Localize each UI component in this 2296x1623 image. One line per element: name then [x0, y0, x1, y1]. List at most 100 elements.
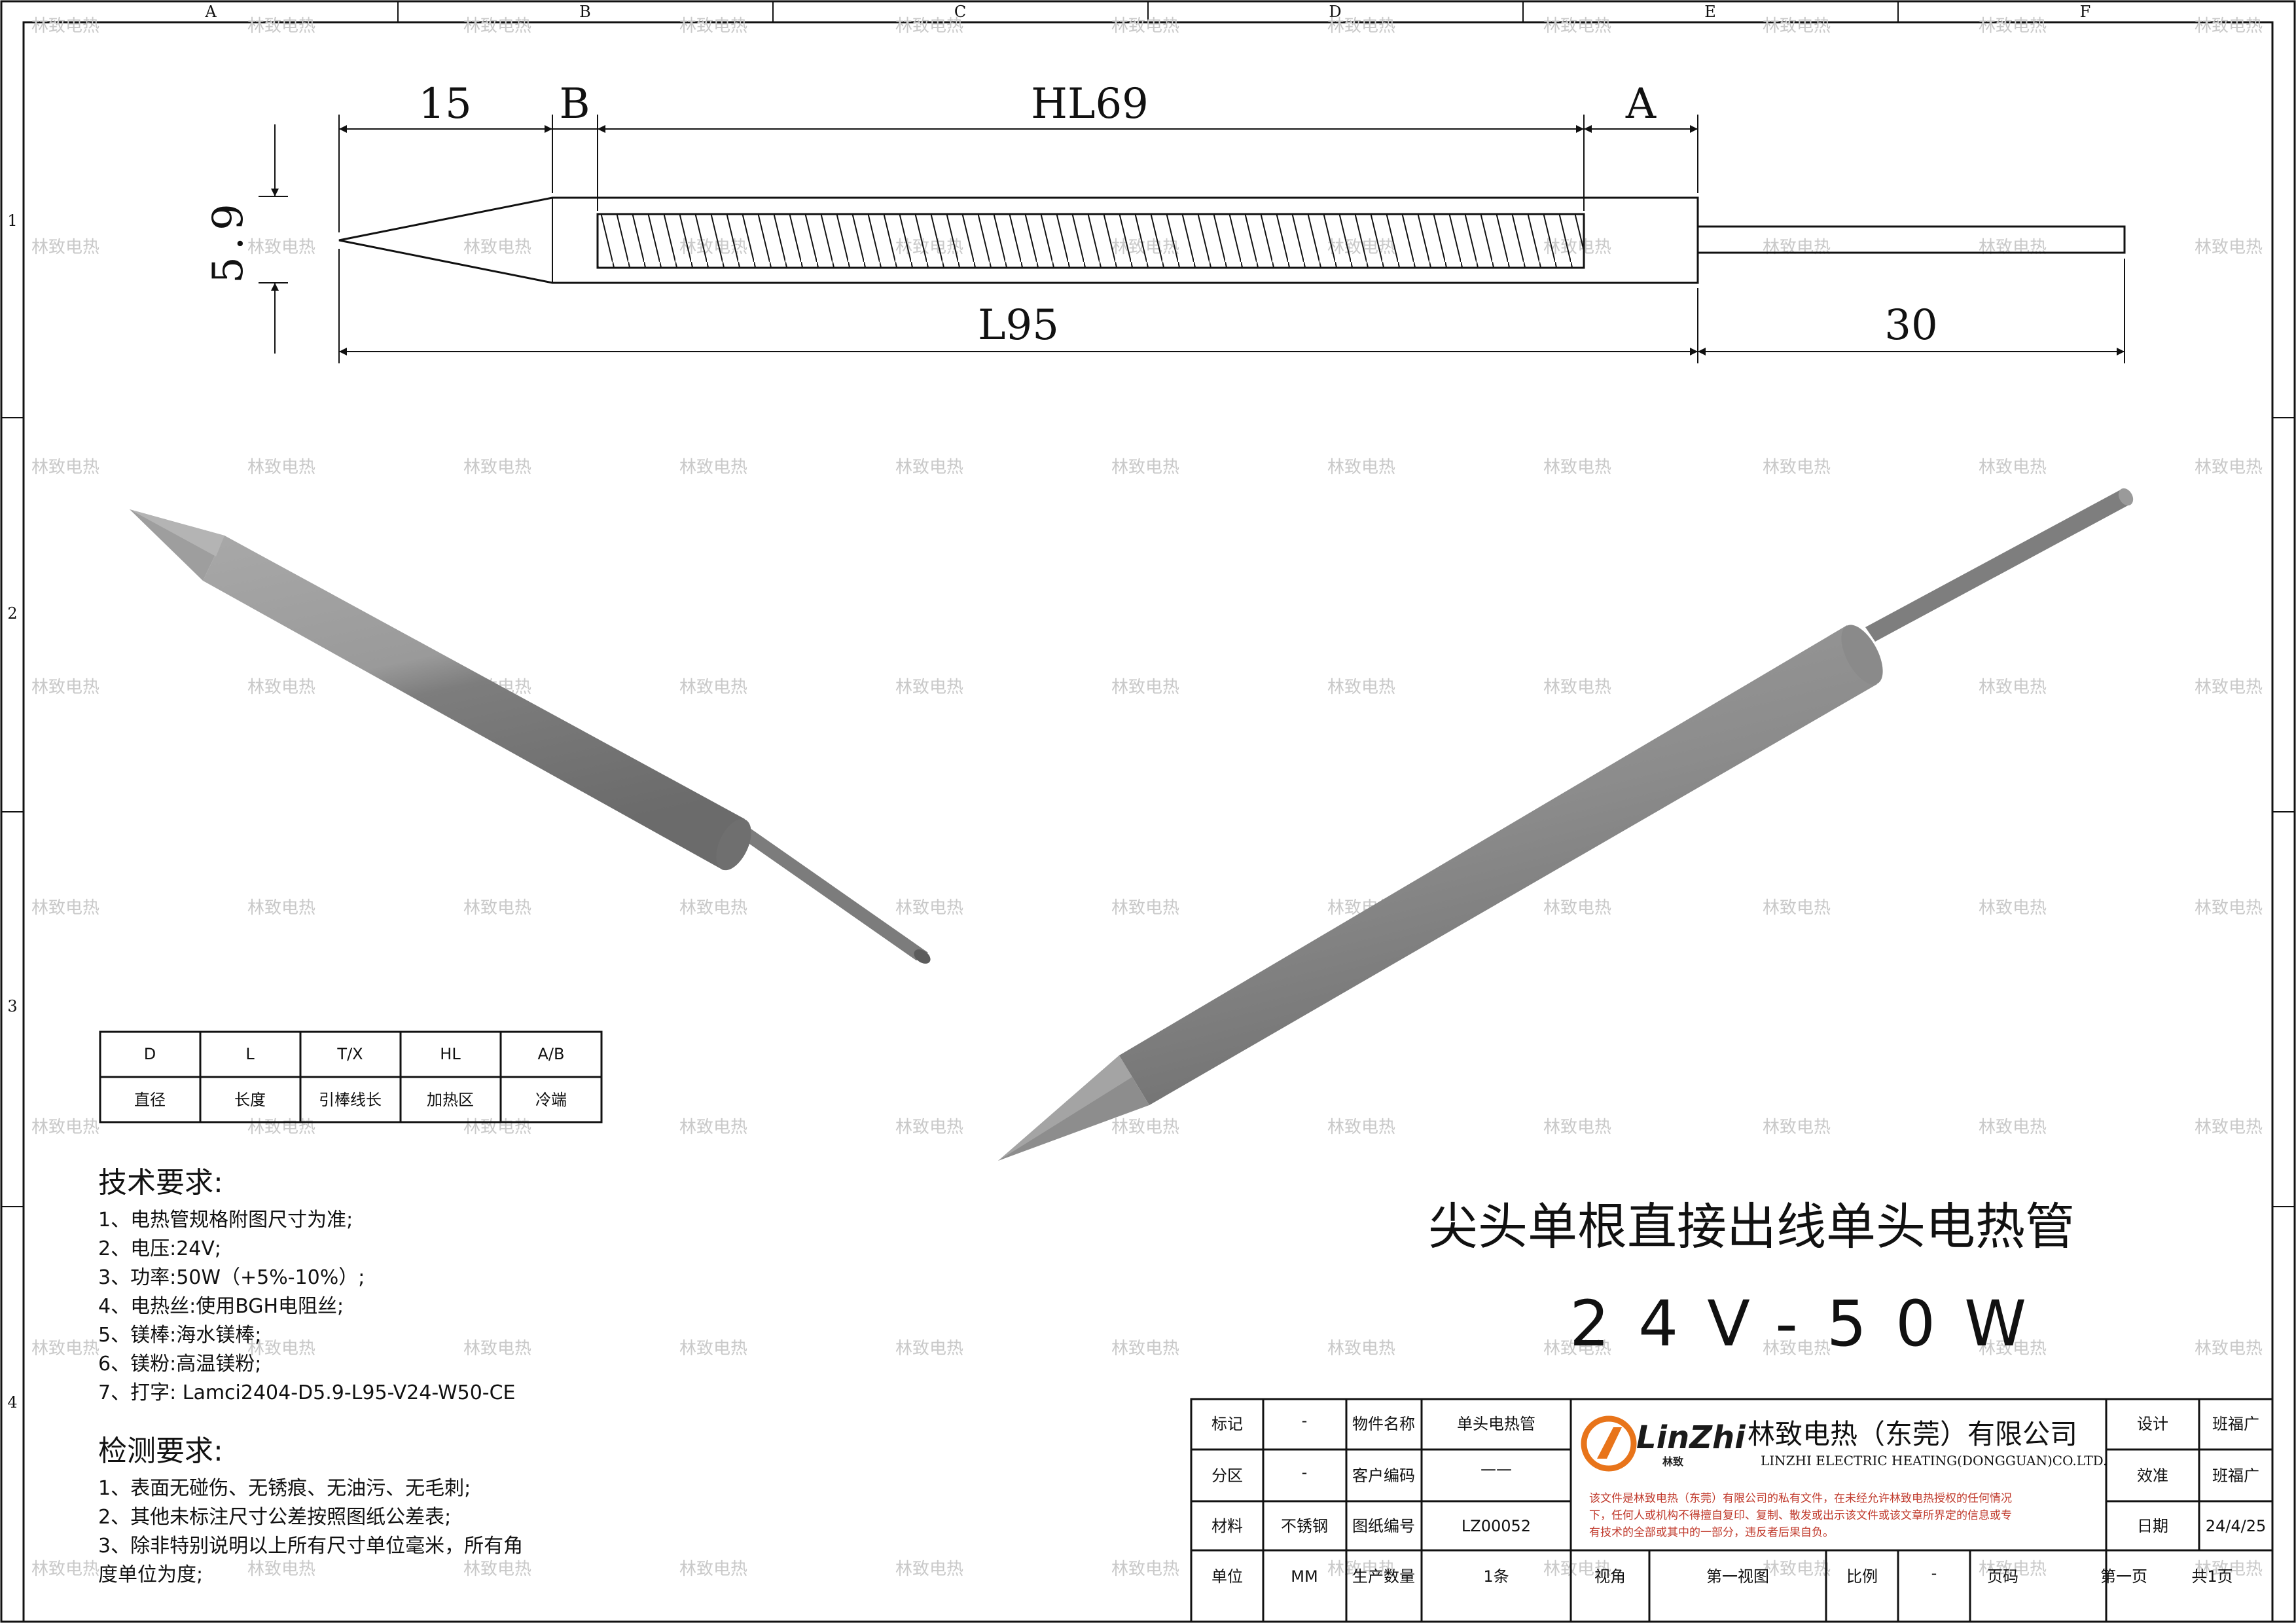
watermark-text: 林致电热 [1543, 1559, 1611, 1579]
watermark-text: 林致电热 [1979, 16, 2047, 36]
legend-table-text: D L T/X HL A/B 直径 长度 引棒线长 加热区 冷端 [134, 1045, 567, 1109]
watermark-text: 林致电热 [895, 458, 963, 477]
watermark-text: 林致电热 [1543, 898, 1611, 918]
watermark-text: 林致电热 [1763, 1339, 1831, 1359]
watermark-text: 林致电热 [1763, 16, 1831, 36]
zone-markers [1, 1, 2295, 1207]
logo-text: LinZhi [1636, 1419, 1746, 1456]
watermark-text: 林致电热 [679, 678, 747, 697]
watermark-text: 林致电热 [1543, 1339, 1611, 1359]
watermark-text: 林致电热 [31, 898, 99, 918]
watermark-text: 林致电热 [895, 1559, 963, 1579]
tb-value-design: 班福广 [2212, 1415, 2259, 1433]
watermark-text: 林致电热 [463, 238, 531, 257]
watermark-layer: 林致电热林致电热林致电热林致电热林致电热林致电热林致电热林致电热林致电热林致电热… [31, 16, 2263, 1579]
legend-header-hl: HL [440, 1045, 461, 1063]
watermark-text: 林致电热 [1327, 1118, 1395, 1137]
watermark-text: 林致电热 [1327, 1339, 1395, 1359]
inspection-item: 3、除非特别说明以上所有尺寸单位毫米，所有角 [98, 1535, 524, 1558]
dim-gap-b: B [559, 80, 590, 128]
zone-row-3: 3 [7, 997, 17, 1015]
tech-requirements-title: 技术要求: [98, 1166, 223, 1199]
watermark-text: 林致电热 [1979, 678, 2047, 697]
watermark-text: 林致电热 [31, 1339, 99, 1359]
tb-label-page: 页码 [1987, 1567, 2018, 1586]
tech-item: 3、功率:50W（+5%-10%）; [98, 1266, 365, 1289]
watermark-text: 林致电热 [1543, 458, 1611, 477]
watermark-text: 林致电热 [679, 16, 747, 36]
tech-item: 7、打字: Lamci2404-D5.9-L95-V24-W50-CE [98, 1381, 516, 1404]
title-block-text: 标记 - 物件名称 单头电热管 分区 - 客户编码 —— 材料 不锈钢 图纸编号… [1211, 1412, 2266, 1586]
tb-value-date: 24/4/25 [2206, 1517, 2267, 1535]
watermark-text: 林致电热 [31, 678, 99, 697]
watermark-text: 林致电热 [1111, 458, 1179, 477]
tb-value-drawing-no: LZ00052 [1462, 1517, 1531, 1535]
watermark-text: 林致电热 [247, 1339, 315, 1359]
watermark-text: 林致电热 [2195, 458, 2263, 477]
watermark-text: 林致电热 [247, 898, 315, 918]
tb-value-scale: - [1931, 1564, 1937, 1582]
company-logo: LinZhi 林致 [1581, 1415, 1746, 1472]
watermark-text: 林致电热 [2195, 1339, 2263, 1359]
watermark-text: 林致电热 [679, 1339, 747, 1359]
tb-value-mark: - [1302, 1412, 1308, 1430]
tb-value-view: 第一视图 [1706, 1567, 1769, 1586]
zone-row-2: 2 [7, 604, 17, 623]
dim-heating: HL69 [1031, 80, 1149, 128]
watermark-text: 林致电热 [1763, 458, 1831, 477]
tb-label-drawing-no: 图纸编号 [1352, 1517, 1415, 1535]
watermark-text: 林致电热 [31, 1118, 99, 1137]
watermark-text: 林致电热 [2195, 898, 2263, 918]
watermark-text: 林致电热 [1327, 1559, 1395, 1579]
tb-value-page: 第一页 [2100, 1567, 2147, 1586]
title-block-grid [1190, 1398, 2274, 1623]
watermark-text: 林致电热 [1111, 1559, 1179, 1579]
watermark-text: 林致电热 [1543, 16, 1611, 36]
legend-header-d: D [144, 1045, 156, 1063]
watermark-text: 林致电热 [1327, 678, 1395, 697]
legend-value-l: 长度 [234, 1091, 266, 1109]
watermark-text: 林致电热 [1111, 1118, 1179, 1137]
product-title: 尖头单根直接出线单头电热管 [1428, 1197, 2075, 1256]
confidential-notice: 该文件是林致电热（东莞）有限公司的私有文件，在未经允许林致电热授权的任何情况 下… [1589, 1492, 2012, 1539]
watermark-text: 林致电热 [679, 1559, 747, 1579]
watermark-text: 林致电热 [247, 1118, 315, 1137]
legend-table [99, 1030, 603, 1123]
zone-row-4: 4 [7, 1393, 17, 1412]
watermark-text: 林致电热 [1111, 16, 1179, 36]
watermark-text: 林致电热 [1763, 898, 1831, 918]
watermark-text: 林致电热 [1327, 458, 1395, 477]
legend-value-ab: 冷端 [535, 1091, 567, 1109]
zone-row-1: 1 [7, 211, 17, 230]
tb-value-quantity: 1条 [1483, 1567, 1509, 1586]
tube-3d-view-right [998, 488, 2134, 1161]
watermark-text: 林致电热 [1327, 16, 1395, 36]
tb-label-zone: 分区 [1211, 1467, 1243, 1485]
watermark-text: 林致电热 [1763, 1118, 1831, 1137]
zone-col-c: C [954, 3, 966, 21]
tech-item: 4、电热丝:使用BGH电阻丝; [98, 1295, 344, 1318]
watermark-text: 林致电热 [463, 1559, 531, 1579]
tb-label-mark: 标记 [1211, 1415, 1243, 1433]
tb-value-customer-code: —— [1480, 1460, 1512, 1478]
watermark-text: 林致电热 [31, 1559, 99, 1579]
tb-label-customer-code: 客户编码 [1352, 1467, 1415, 1485]
watermark-text: 林致电热 [31, 16, 99, 36]
watermark-text: 林致电热 [895, 1118, 963, 1137]
inspection-requirements-title: 检测要求: [98, 1434, 223, 1468]
company-name-en: LINZHI ELECTRIC HEATING(DONGGUAN)CO.LTD. [1761, 1453, 2107, 1468]
watermark-text: 林致电热 [1543, 678, 1611, 697]
watermark-text: 林致电热 [1111, 1339, 1179, 1359]
watermark-text: 林致电热 [463, 1339, 531, 1359]
watermark-text: 林致电热 [895, 678, 963, 697]
tb-value-zone: - [1302, 1463, 1308, 1482]
dim-lead: 30 [1884, 301, 1937, 350]
watermark-text: 林致电热 [1979, 1559, 2047, 1579]
watermark-text: 林致电热 [463, 458, 531, 477]
tb-value-material: 不锈钢 [1281, 1517, 1328, 1535]
dim-cold: A [1625, 80, 1657, 128]
lead-wire [1696, 225, 2126, 254]
tb-value-page-total: 共1页 [2191, 1567, 2233, 1586]
tb-label-view: 视角 [1594, 1567, 1626, 1586]
zone-col-a: A [204, 3, 217, 21]
